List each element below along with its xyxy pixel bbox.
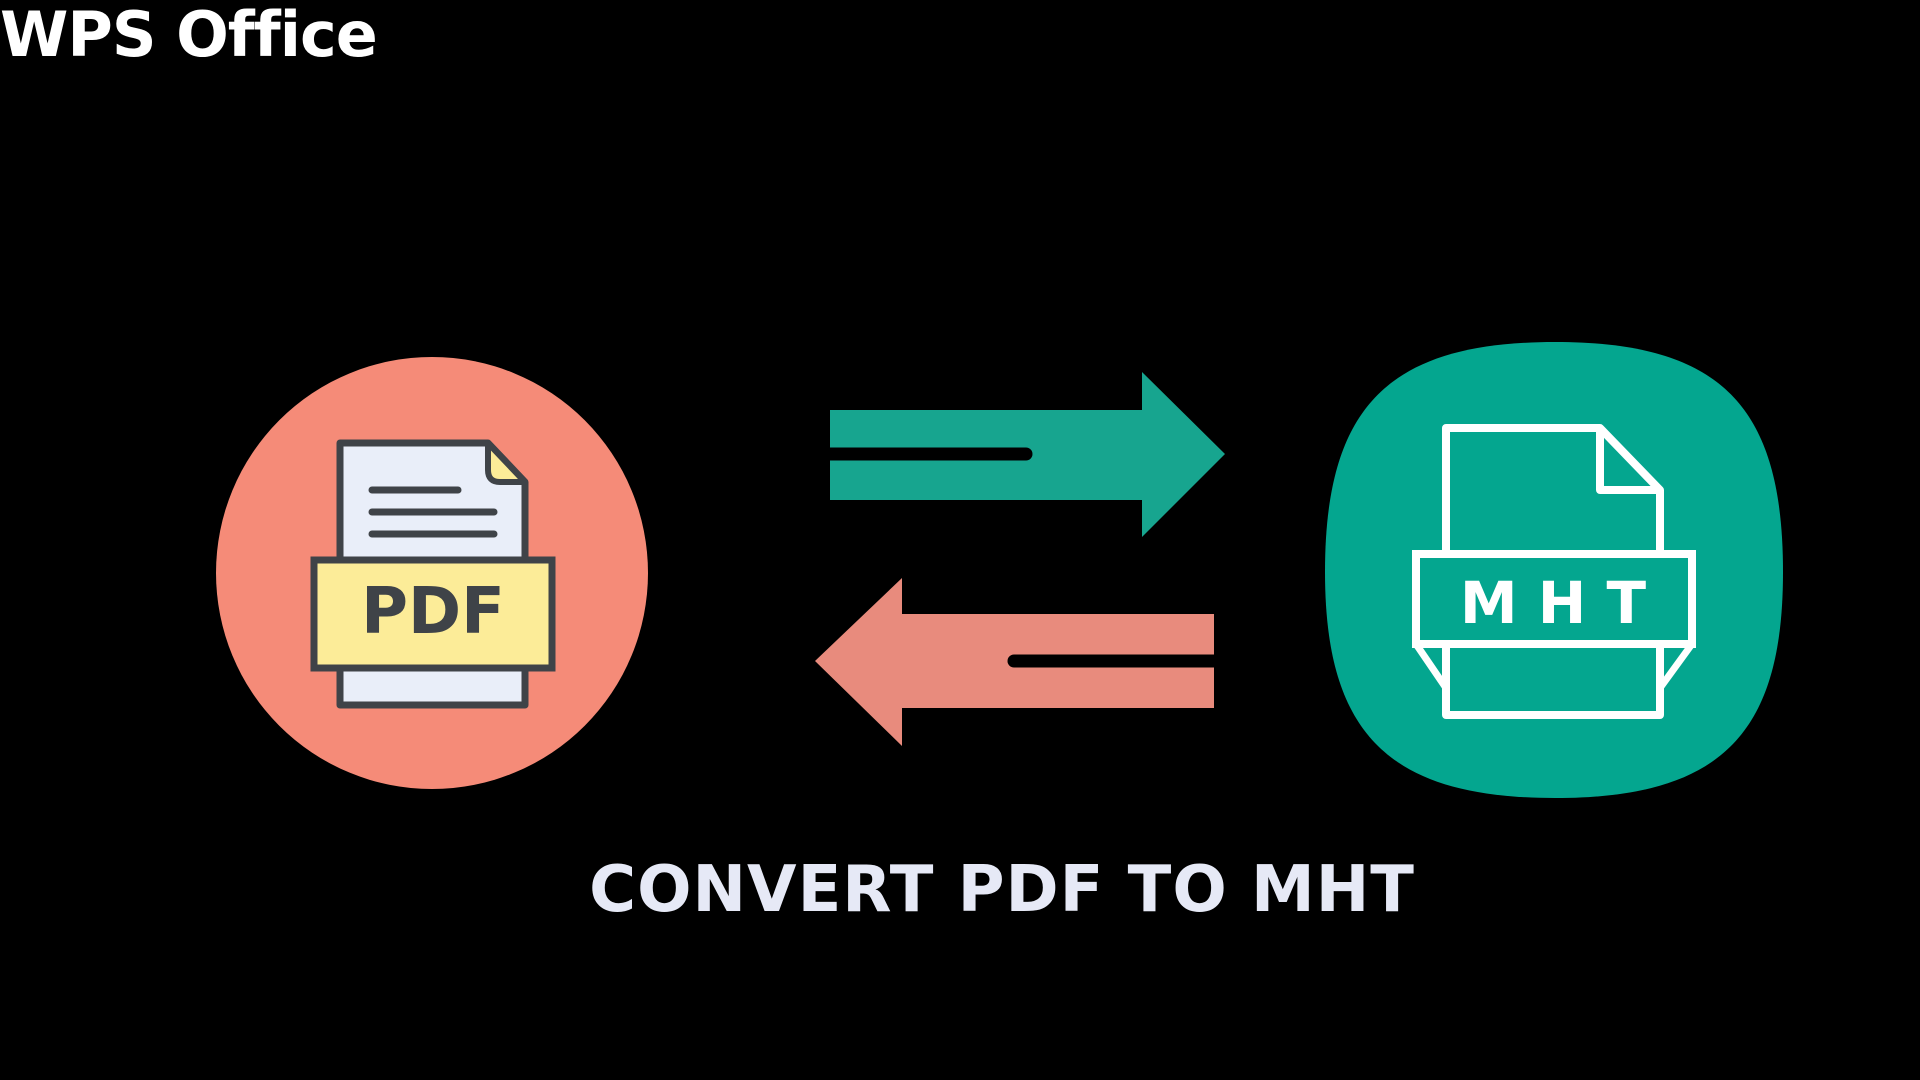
mht-label-text: M H T bbox=[1460, 569, 1647, 637]
page-caption: CONVERT PDF TO MHT bbox=[589, 853, 1415, 927]
mht-file-icon: M H T bbox=[1325, 342, 1783, 798]
arrow-right-icon bbox=[793, 372, 1225, 537]
pdf-folded-corner bbox=[485, 440, 528, 485]
pdf-label-text: PDF bbox=[361, 575, 505, 649]
arrow-left-icon bbox=[815, 578, 1247, 746]
mht-ribbon-tail-right bbox=[1656, 641, 1695, 692]
brand-logo-text: WPS Office bbox=[0, 0, 378, 71]
pdf-label-band bbox=[310, 556, 556, 672]
pdf-file-icon: PDF bbox=[216, 357, 648, 789]
mht-folded-corner bbox=[1596, 428, 1660, 494]
mht-ribbon-tail-left bbox=[1413, 642, 1450, 692]
mht-label-band bbox=[1412, 550, 1696, 648]
